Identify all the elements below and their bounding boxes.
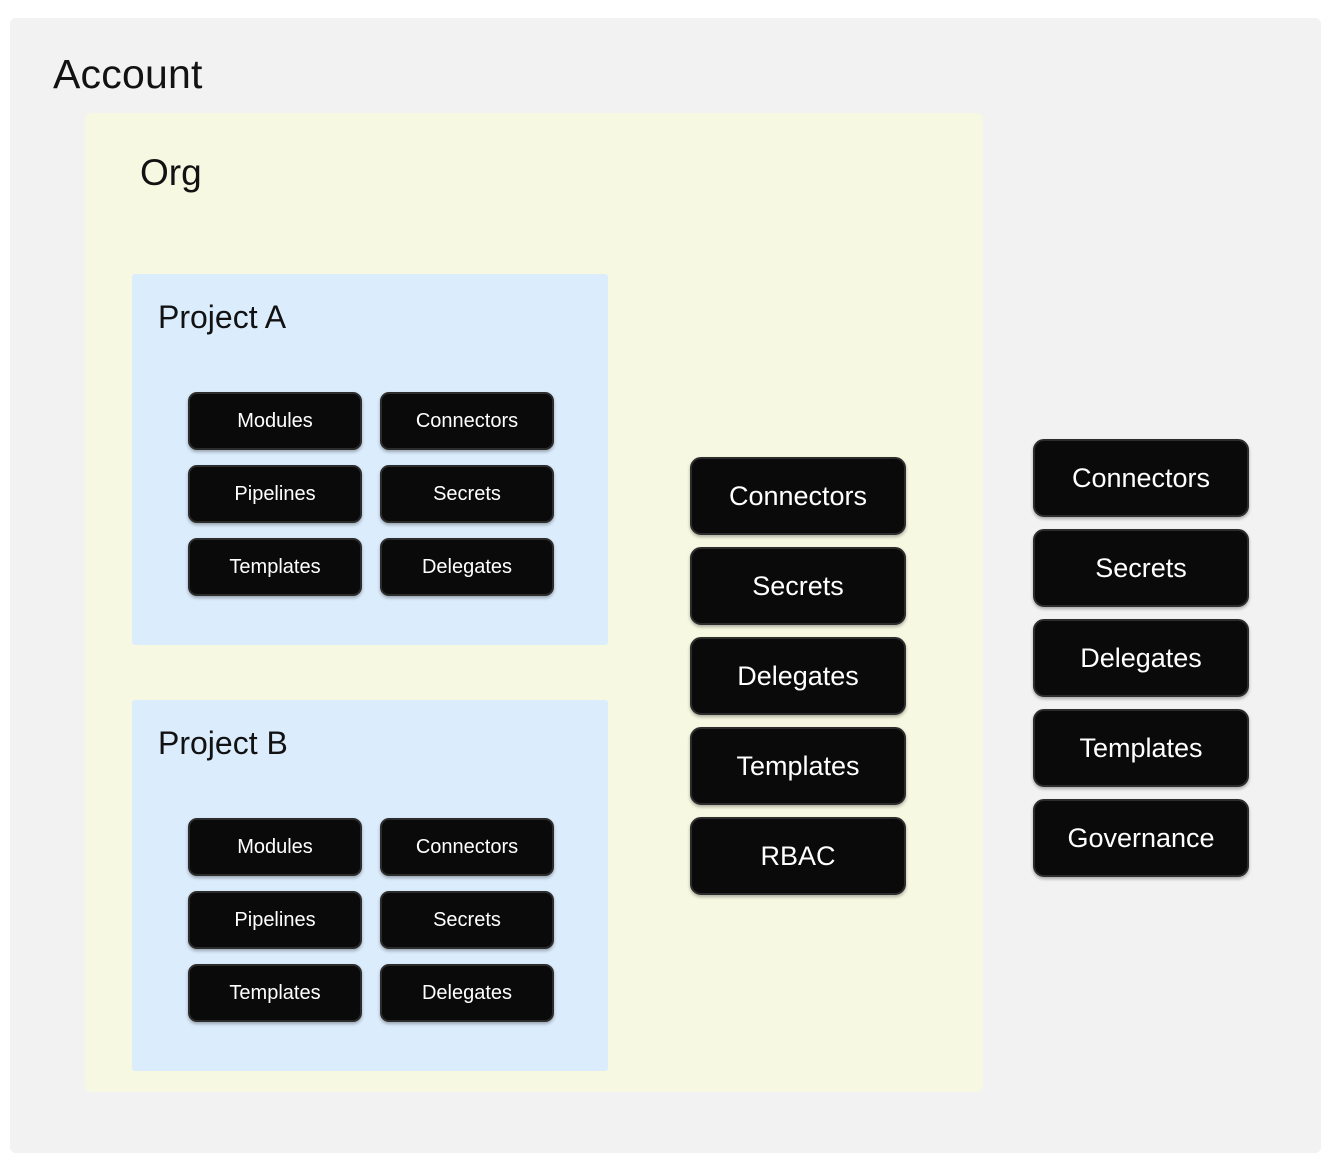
account-resource-delegates[interactable]: Delegates [1033, 619, 1249, 697]
org-resource-connectors[interactable]: Connectors [690, 457, 906, 535]
account-resource-column: Connectors Secrets Delegates Templates G… [1033, 439, 1249, 877]
project-a-resource-pipelines[interactable]: Pipelines [188, 465, 362, 523]
project-a-resource-modules[interactable]: Modules [188, 392, 362, 450]
project-a-title: Project A [158, 299, 287, 335]
project-a-resource-secrets[interactable]: Secrets [380, 465, 554, 523]
org-container: Org Project A Modules Connectors Pipelin… [85, 113, 983, 1092]
project-b-resource-grid: Modules Connectors Pipelines Secrets Tem… [188, 818, 554, 1022]
org-title: Org [140, 152, 202, 193]
project-b-resource-modules[interactable]: Modules [188, 818, 362, 876]
project-b-resource-pipelines[interactable]: Pipelines [188, 891, 362, 949]
project-b-container: Project B Modules Connectors Pipelines S… [132, 700, 608, 1071]
project-b-resource-templates[interactable]: Templates [188, 964, 362, 1022]
project-a-resource-templates[interactable]: Templates [188, 538, 362, 596]
org-resource-templates[interactable]: Templates [690, 727, 906, 805]
org-resource-column: Connectors Secrets Delegates Templates R… [690, 457, 906, 895]
project-b-resource-delegates[interactable]: Delegates [380, 964, 554, 1022]
project-a-resource-connectors[interactable]: Connectors [380, 392, 554, 450]
account-resource-templates[interactable]: Templates [1033, 709, 1249, 787]
project-b-title: Project B [158, 725, 288, 761]
org-resource-rbac[interactable]: RBAC [690, 817, 906, 895]
project-b-resource-secrets[interactable]: Secrets [380, 891, 554, 949]
account-container: Account Org Project A Modules Connectors… [10, 18, 1321, 1153]
org-resource-delegates[interactable]: Delegates [690, 637, 906, 715]
account-resource-connectors[interactable]: Connectors [1033, 439, 1249, 517]
org-resource-secrets[interactable]: Secrets [690, 547, 906, 625]
project-a-container: Project A Modules Connectors Pipelines S… [132, 274, 608, 645]
account-title: Account [53, 51, 203, 97]
project-a-resource-delegates[interactable]: Delegates [380, 538, 554, 596]
project-a-resource-grid: Modules Connectors Pipelines Secrets Tem… [188, 392, 554, 596]
account-resource-secrets[interactable]: Secrets [1033, 529, 1249, 607]
account-resource-governance[interactable]: Governance [1033, 799, 1249, 877]
project-b-resource-connectors[interactable]: Connectors [380, 818, 554, 876]
